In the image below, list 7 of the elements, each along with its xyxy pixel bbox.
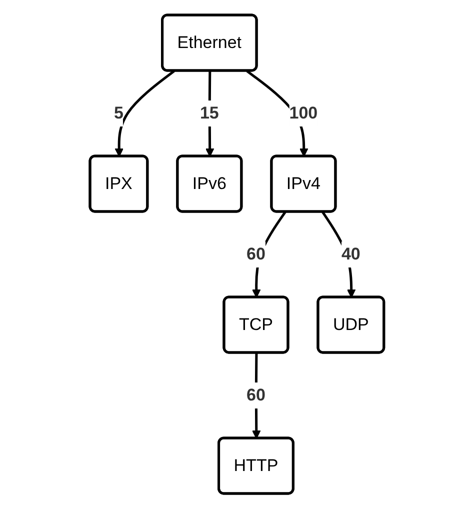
edge-label: 60 (246, 386, 265, 405)
edge-label: 40 (341, 244, 360, 264)
edge-label: 60 (246, 244, 265, 264)
arrow (114, 70, 175, 158)
edge-label: 5 (114, 104, 123, 123)
edge-label: 15 (200, 104, 218, 123)
edge-label: 100 (288, 104, 318, 123)
